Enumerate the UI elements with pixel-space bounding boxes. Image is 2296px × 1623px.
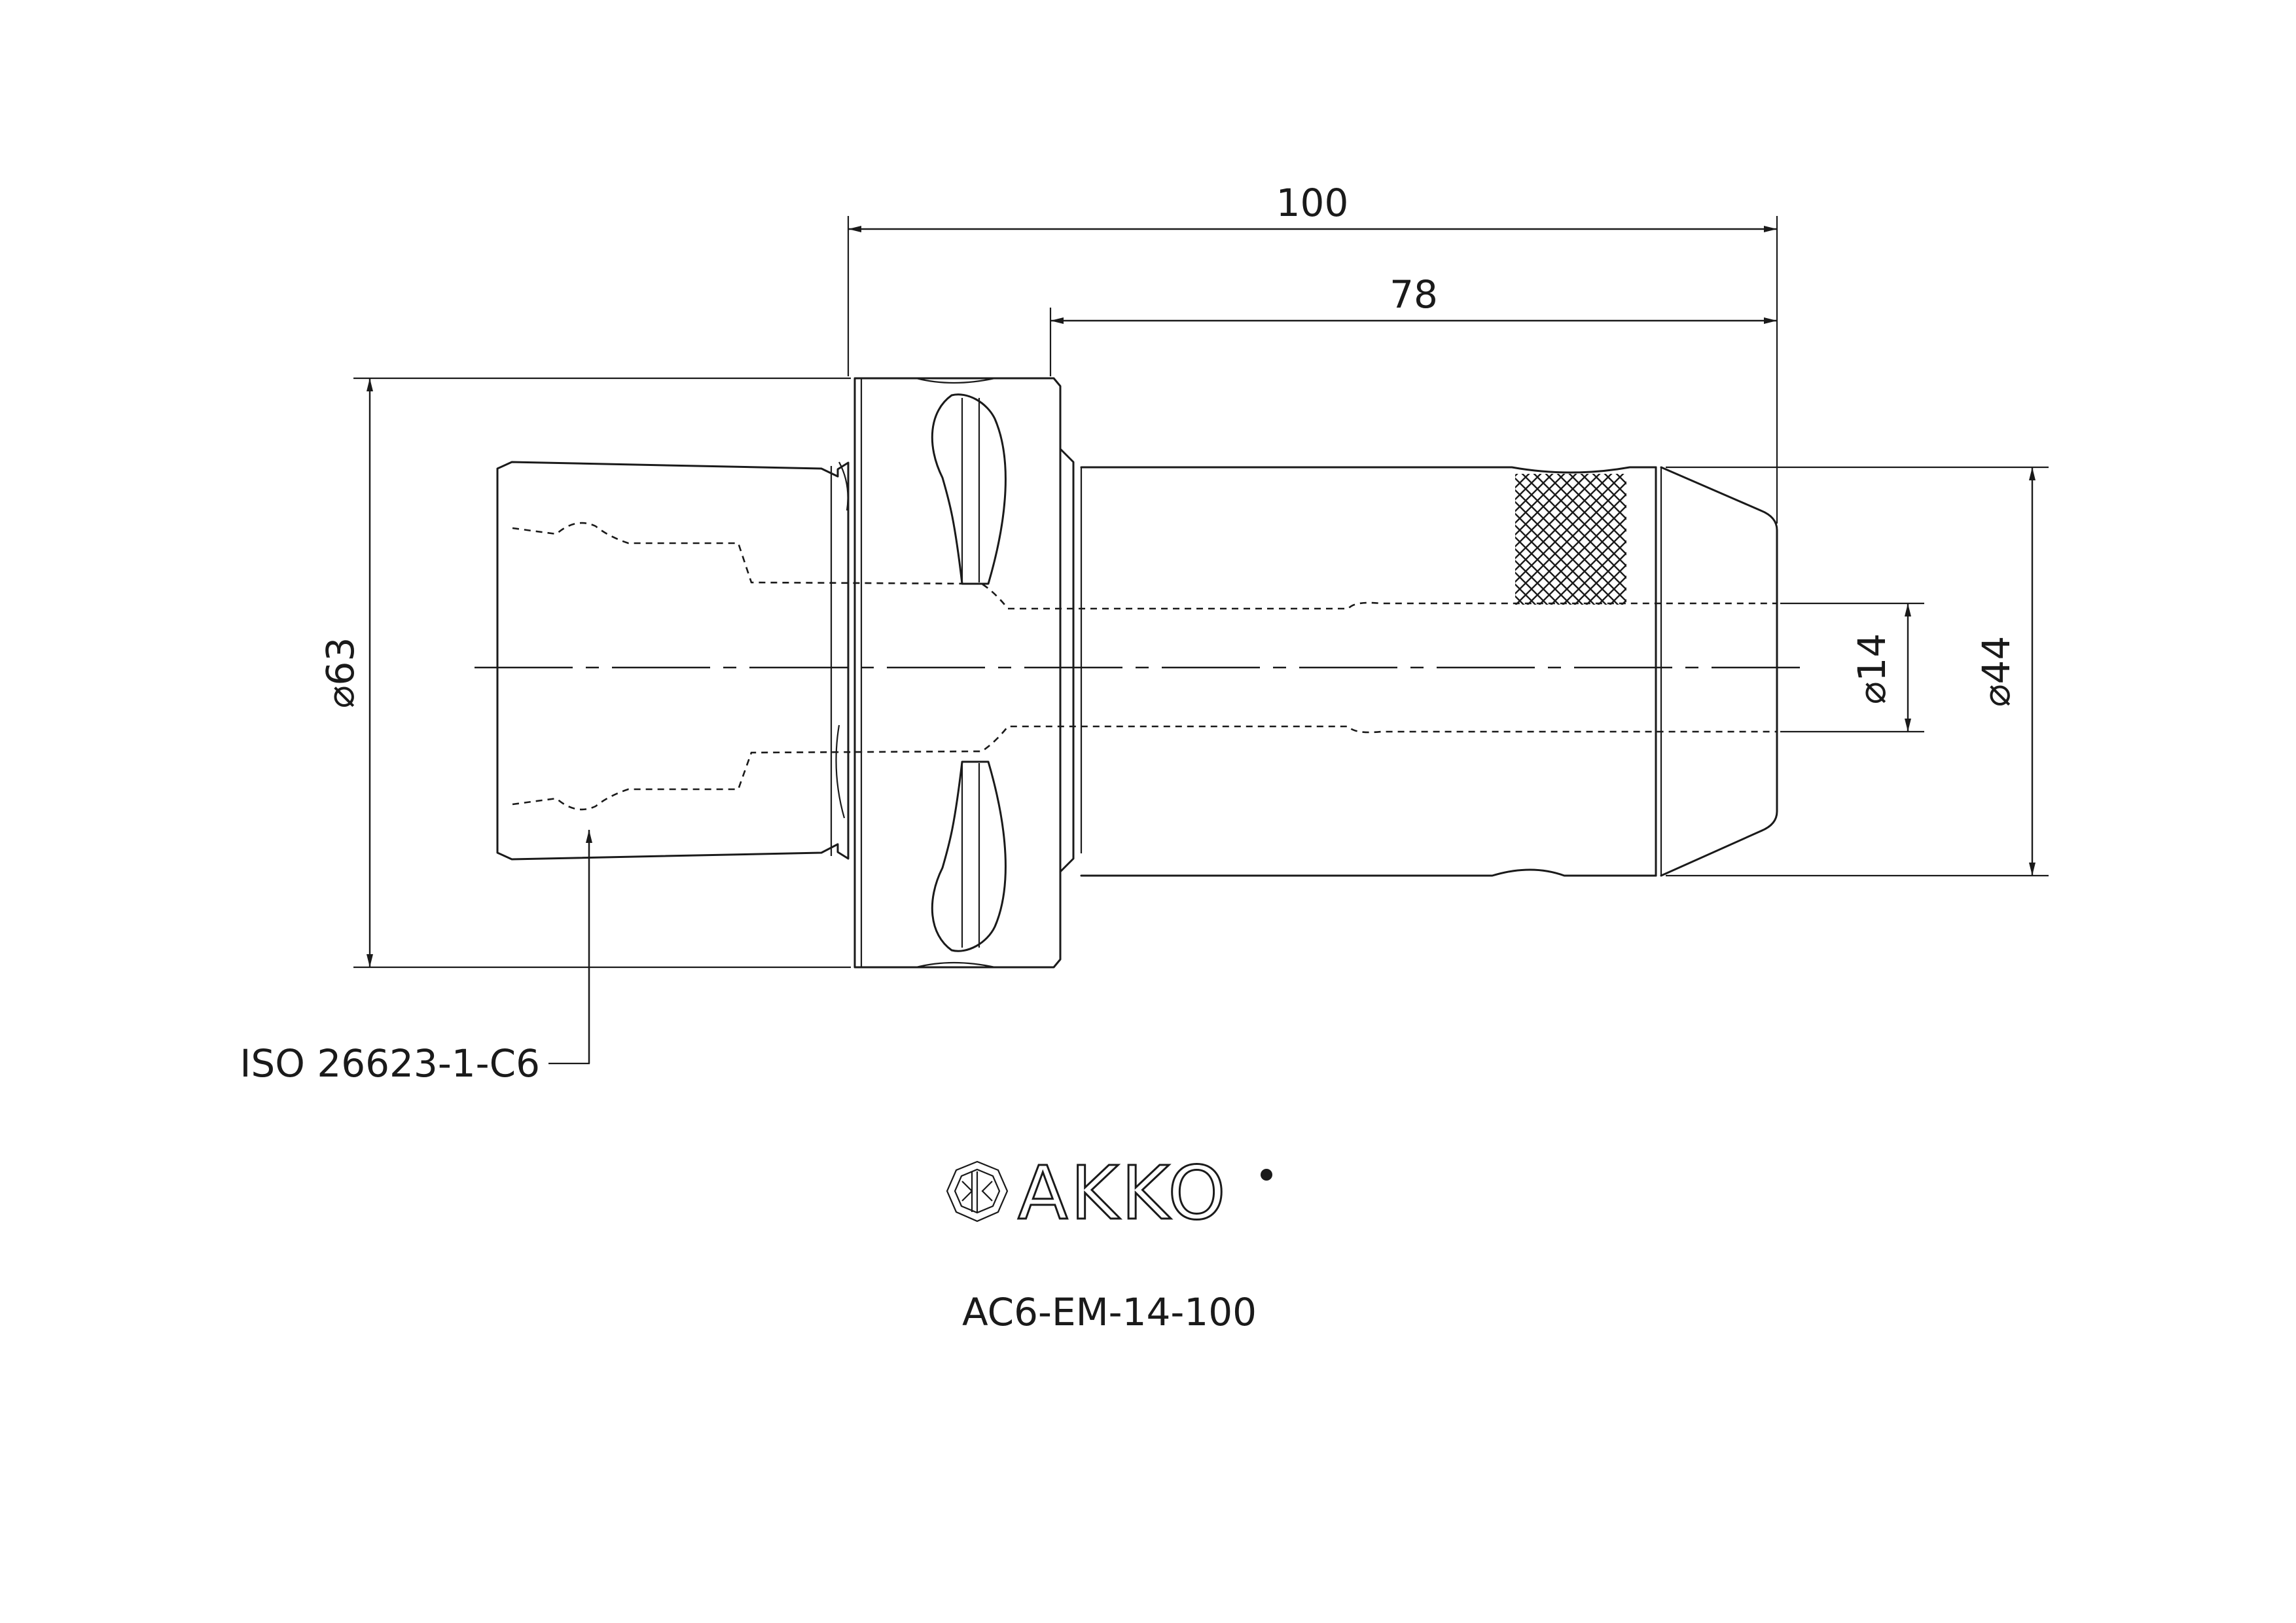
brand-name: AKKO: [1018, 1151, 1229, 1236]
flange-top-arc: [916, 377, 996, 384]
tool-holder: [475, 377, 1800, 969]
taper-shank: [496, 461, 850, 861]
hidden-bore-top: [512, 522, 1777, 610]
keyway-bottom: [931, 760, 1007, 952]
akko-logo: AKKO: [946, 1150, 1272, 1238]
flat-bottom: [835, 724, 846, 819]
hidden-bore-bottom: [512, 725, 1777, 811]
bore-diameter-value: ⌀14: [1850, 633, 1894, 705]
dimension-flange-diameter: ⌀63: [318, 377, 851, 969]
projection-length-value: 78: [1390, 272, 1438, 317]
interface-callout: ISO 26623-1-C6: [240, 830, 592, 1086]
flange: [853, 377, 1062, 969]
dimension-body-diameter: ⌀44: [1666, 466, 2049, 877]
flange-diameter-value: ⌀63: [318, 637, 363, 709]
main-body: [1080, 466, 1657, 877]
dimension-projection-length: 78: [1049, 272, 1777, 376]
registered-mark: [1261, 1169, 1272, 1181]
dimension-bore-diameter: ⌀14: [1780, 602, 1924, 733]
neck: [1059, 448, 1075, 873]
overall-length-value: 100: [1276, 181, 1349, 225]
serration-zone: [1515, 474, 1626, 605]
keyway-top: [931, 393, 1007, 585]
part-number: AC6-EM-14-100: [962, 1290, 1257, 1334]
nose-cone: [1660, 466, 1778, 877]
flange-bottom-arc: [916, 961, 996, 969]
body-diameter-value: ⌀44: [1974, 636, 2018, 707]
callout-leader-line: [548, 831, 590, 1065]
interface-standard-label: ISO 26623-1-C6: [240, 1041, 540, 1086]
flat-top: [838, 461, 849, 511]
dimension-overall-length: 100: [847, 181, 1778, 524]
akko-emblem-icon: [946, 1160, 1009, 1222]
